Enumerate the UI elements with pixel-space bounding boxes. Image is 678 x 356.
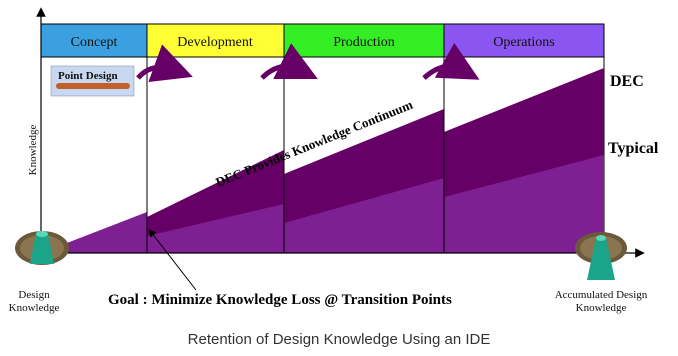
design-knowledge-brain-icon xyxy=(15,231,69,265)
transition-arrow-1 xyxy=(136,44,193,82)
phase-label-production: Production xyxy=(333,35,394,50)
phase-label-concept: Concept xyxy=(71,35,118,50)
typical-knowledge-region xyxy=(41,155,604,253)
left-caption-line-2: Knowledge xyxy=(9,302,60,314)
phase-label-operations: Operations xyxy=(493,35,554,50)
left-caption-line-1: Design xyxy=(18,289,50,301)
y-axis-label: Knowledge xyxy=(27,125,39,176)
right-caption-line-1: Accumulated Design xyxy=(555,289,648,301)
goal-text: Goal : Minimize Knowledge Loss @ Transit… xyxy=(108,292,452,308)
phase-box-concept xyxy=(40,23,148,58)
accumulated-knowledge-brain-icon xyxy=(575,232,627,280)
figure-caption: Retention of Design Knowledge Using an I… xyxy=(188,331,491,348)
dec-curve-label: DEC xyxy=(610,73,644,90)
right-caption-line-2: Knowledge xyxy=(576,302,627,314)
point-design-box: Point Design xyxy=(50,65,135,97)
phase-label-development: Development xyxy=(177,35,253,50)
typical-curve-label: Typical xyxy=(608,140,659,157)
point-design-label: Point Design xyxy=(58,70,118,82)
transition-arrow-2 xyxy=(260,43,318,80)
transition-arrow-3 xyxy=(422,42,480,80)
goal-pointer-arrow xyxy=(148,228,197,291)
